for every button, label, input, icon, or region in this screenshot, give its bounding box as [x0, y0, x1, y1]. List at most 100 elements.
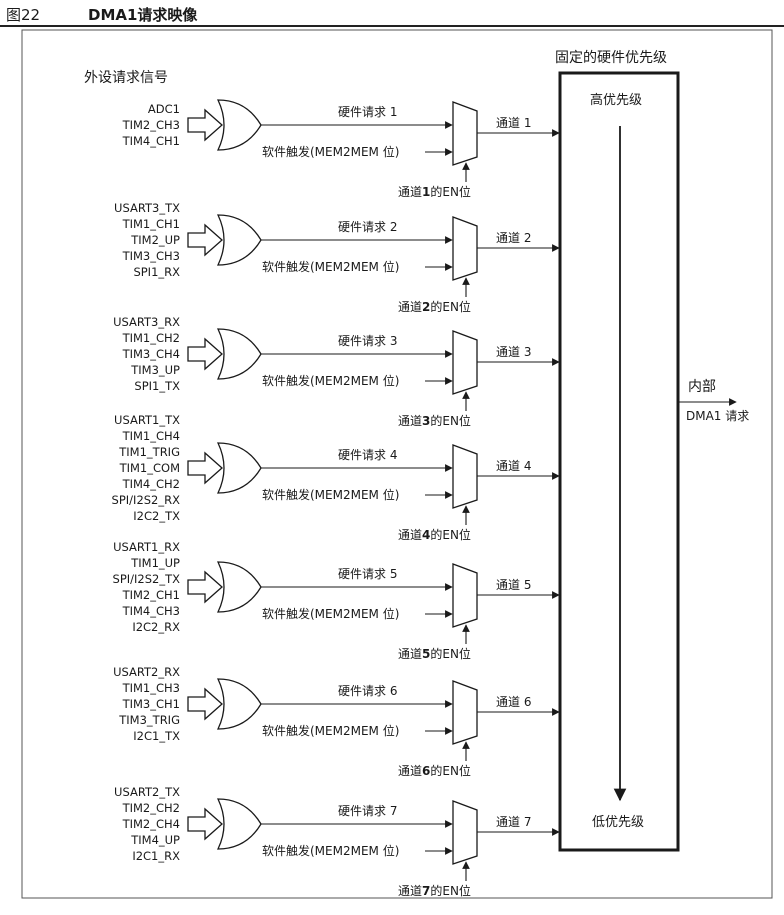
- signal-label: TIM2_CH1: [122, 588, 180, 602]
- hw-request-label: 硬件请求 1: [338, 105, 397, 119]
- en-bit-label: 通道1的EN位: [398, 184, 471, 199]
- en-bit-label: 通道4的EN位: [398, 527, 471, 542]
- signal-label: USART1_TX: [114, 413, 180, 427]
- signal-label: TIM3_UP: [130, 363, 180, 377]
- en-bit-label: 通道3的EN位: [398, 413, 471, 428]
- en-bit-number: 6: [422, 764, 430, 778]
- channel-label: 通道 5: [496, 578, 531, 592]
- dma-request-label: DMA1 请求: [686, 409, 749, 423]
- input-arrow: [187, 337, 223, 371]
- hw-request-label: 硬件请求 5: [338, 567, 397, 581]
- input-arrow: [187, 223, 223, 257]
- hw-request-label: 硬件请求 7: [338, 804, 397, 818]
- signal-label: USART2_TX: [114, 785, 180, 799]
- en-bit-prefix: 通道: [398, 528, 422, 542]
- en-bit-prefix: 通道: [398, 414, 422, 428]
- channel-mux-icon: [452, 444, 478, 509]
- signal-label: USART3_TX: [114, 201, 180, 215]
- peripheral-signals-heading: 外设请求信号: [84, 70, 168, 86]
- signal-label: SPI/I2S2_RX: [112, 493, 181, 507]
- en-bit-prefix: 通道: [398, 300, 422, 314]
- hw-request-label: 硬件请求 2: [338, 220, 397, 234]
- signal-label: TIM2_UP: [130, 233, 180, 247]
- signal-label: TIM4_CH1: [122, 134, 180, 148]
- figure-caption: DMA1请求映像: [88, 6, 198, 24]
- signal-label: TIM1_CH4: [122, 429, 180, 443]
- en-bit-suffix: 的EN位: [430, 646, 471, 661]
- en-bit-label: 通道6的EN位: [398, 763, 471, 778]
- sw-trigger-label: 软件触发(MEM2MEM 位): [262, 606, 399, 621]
- or-gate-icon: [216, 798, 262, 850]
- en-bit-suffix: 的EN位: [430, 299, 471, 314]
- input-arrow: [187, 451, 223, 485]
- en-bit-number: 5: [422, 647, 430, 661]
- signal-label: TIM1_CH2: [122, 331, 180, 345]
- signal-label: TIM4_UP: [130, 833, 180, 847]
- title-rule: [0, 25, 784, 27]
- en-bit-number: 1: [422, 185, 430, 199]
- signal-label: TIM3_CH1: [122, 697, 180, 711]
- signal-label: SPI/I2S2_TX: [113, 572, 181, 586]
- figure-title: 图22 DMA1请求映像: [0, 0, 784, 28]
- signal-label: USART2_RX: [113, 665, 180, 679]
- hw-request-label: 硬件请求 3: [338, 334, 397, 348]
- signal-label: SPI1_TX: [134, 379, 180, 393]
- channel-mux-icon: [452, 216, 478, 281]
- signal-label: SPI1_RX: [133, 265, 180, 279]
- input-arrow: [187, 108, 223, 142]
- sw-trigger-label: 软件触发(MEM2MEM 位): [262, 723, 399, 738]
- en-bit-suffix: 的EN位: [430, 763, 471, 778]
- signal-label: TIM2_CH4: [122, 817, 180, 831]
- fixed-priority-heading: 固定的硬件优先级: [555, 50, 667, 66]
- input-arrow: [187, 807, 223, 841]
- signal-label: TIM1_CH3: [122, 681, 180, 695]
- en-bit-number: 4: [422, 528, 430, 542]
- signal-label: I2C2_RX: [132, 620, 180, 634]
- signal-label: TIM1_UP: [130, 556, 180, 570]
- channel-label: 通道 7: [496, 815, 531, 829]
- diagram-frame: [21, 29, 773, 899]
- channel-mux-icon: [452, 800, 478, 865]
- priority-block: [558, 71, 680, 852]
- channel-5-group: USART1_RXTIM1_UPSPI/I2S2_TXTIM2_CH1TIM4_…: [113, 540, 560, 661]
- channel-label: 通道 1: [496, 116, 531, 130]
- en-bit-suffix: 的EN位: [430, 413, 471, 428]
- channel-3-group: USART3_RXTIM1_CH2TIM3_CH4TIM3_UPSPI1_TX硬…: [113, 315, 560, 428]
- channel-label: 通道 3: [496, 345, 531, 359]
- channel-mux-icon: [452, 101, 478, 166]
- signal-label: TIM2_CH3: [122, 118, 180, 132]
- low-priority-label: 低优先级: [592, 815, 644, 830]
- channel-2-group: USART3_TXTIM1_CH1TIM2_UPTIM3_CH3SPI1_RX硬…: [114, 201, 560, 314]
- signal-label: TIM3_TRIG: [118, 713, 180, 727]
- or-gate-icon: [216, 678, 262, 730]
- en-bit-prefix: 通道: [398, 647, 422, 661]
- signal-label: TIM3_CH3: [122, 249, 180, 263]
- input-arrow: [187, 687, 223, 721]
- sw-trigger-label: 软件触发(MEM2MEM 位): [262, 843, 399, 858]
- signal-label: TIM3_CH4: [122, 347, 180, 361]
- signal-label: USART1_RX: [113, 540, 180, 554]
- or-gate-icon: [216, 442, 262, 494]
- signal-label: I2C1_RX: [132, 849, 180, 863]
- internal-label: 内部: [688, 379, 716, 395]
- signal-label: TIM1_TRIG: [118, 445, 180, 459]
- channel-mux-icon: [452, 563, 478, 628]
- signal-label: TIM2_CH2: [122, 801, 180, 815]
- en-bit-prefix: 通道: [398, 884, 422, 898]
- sw-trigger-label: 软件触发(MEM2MEM 位): [262, 144, 399, 159]
- signal-label: TIM1_COM: [119, 461, 180, 475]
- en-bit-prefix: 通道: [398, 764, 422, 778]
- signal-label: TIM4_CH2: [122, 477, 180, 491]
- en-bit-number: 7: [422, 884, 430, 898]
- or-gate-icon: [216, 99, 262, 151]
- channel-6-group: USART2_RXTIM1_CH3TIM3_CH1TIM3_TRIGI2C1_T…: [113, 665, 560, 778]
- channel-mux-icon: [452, 330, 478, 395]
- hw-request-label: 硬件请求 6: [338, 684, 397, 698]
- signal-label: I2C2_TX: [133, 509, 180, 523]
- en-bit-number: 3: [422, 414, 430, 428]
- signal-label: ADC1: [148, 102, 180, 116]
